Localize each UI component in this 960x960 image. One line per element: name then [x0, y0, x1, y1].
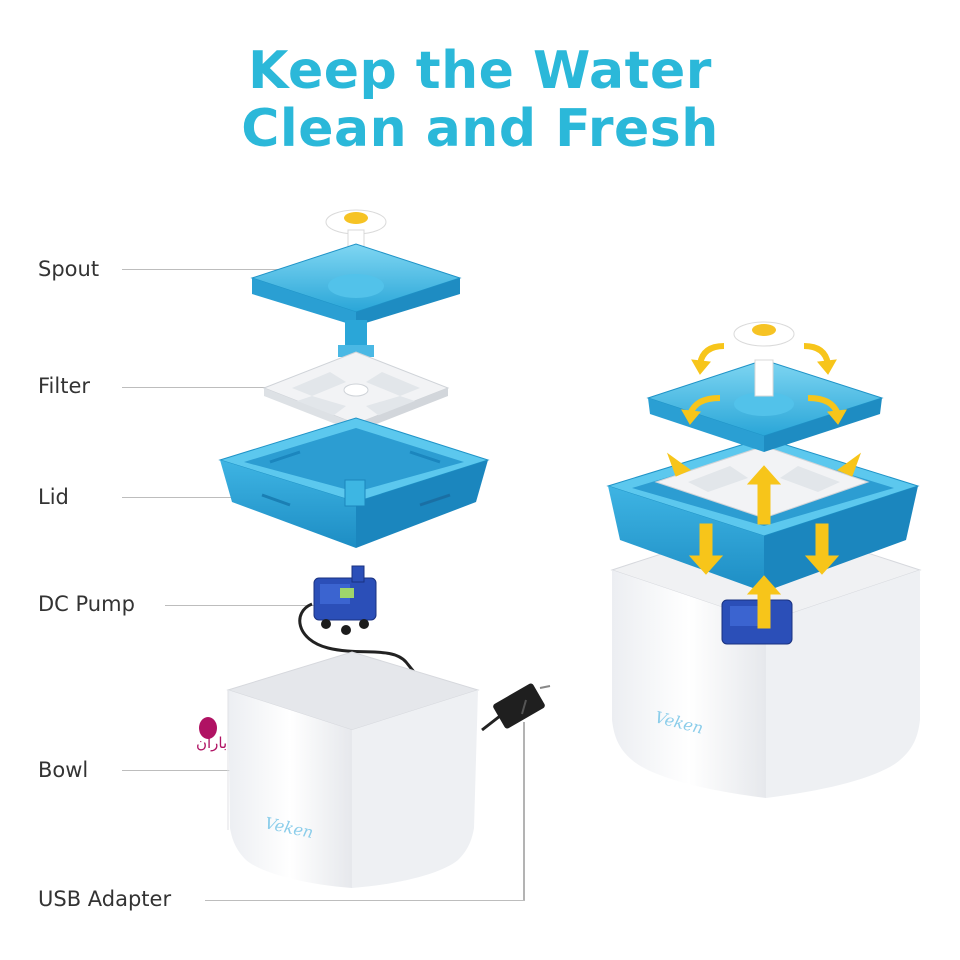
- page-title: Keep the Water Clean and Fresh: [0, 42, 960, 158]
- bowl: Veken: [226, 651, 480, 888]
- leader-lid: [122, 497, 288, 498]
- leader-bowl: [122, 770, 260, 771]
- assembled-pump: [721, 599, 793, 645]
- spout-plate: [250, 243, 462, 368]
- label-usb-adapter: USB Adapter: [38, 887, 172, 911]
- label-spout: Spout: [38, 257, 100, 281]
- lid-tray: [218, 417, 490, 548]
- leader-spout: [122, 269, 350, 270]
- watermark-logo: باران: [196, 717, 227, 752]
- usb-adapter: [481, 683, 551, 900]
- filter-pad: [262, 351, 450, 432]
- label-bowl: Bowl: [38, 758, 89, 782]
- title-line-1: Keep the Water: [248, 41, 712, 101]
- assembled-spout-plate: [646, 321, 884, 452]
- watermark-text: باران: [196, 734, 227, 752]
- title-line-2: Clean and Fresh: [241, 99, 719, 159]
- label-filter: Filter: [38, 374, 91, 398]
- leader-usb-adapter: [205, 900, 525, 901]
- label-dc-pump: DC Pump: [38, 592, 135, 616]
- water-flow-arrows: [666, 343, 862, 629]
- leader-filter: [122, 387, 298, 388]
- leader-dc-pump: [165, 605, 315, 606]
- label-lid: Lid: [38, 485, 69, 509]
